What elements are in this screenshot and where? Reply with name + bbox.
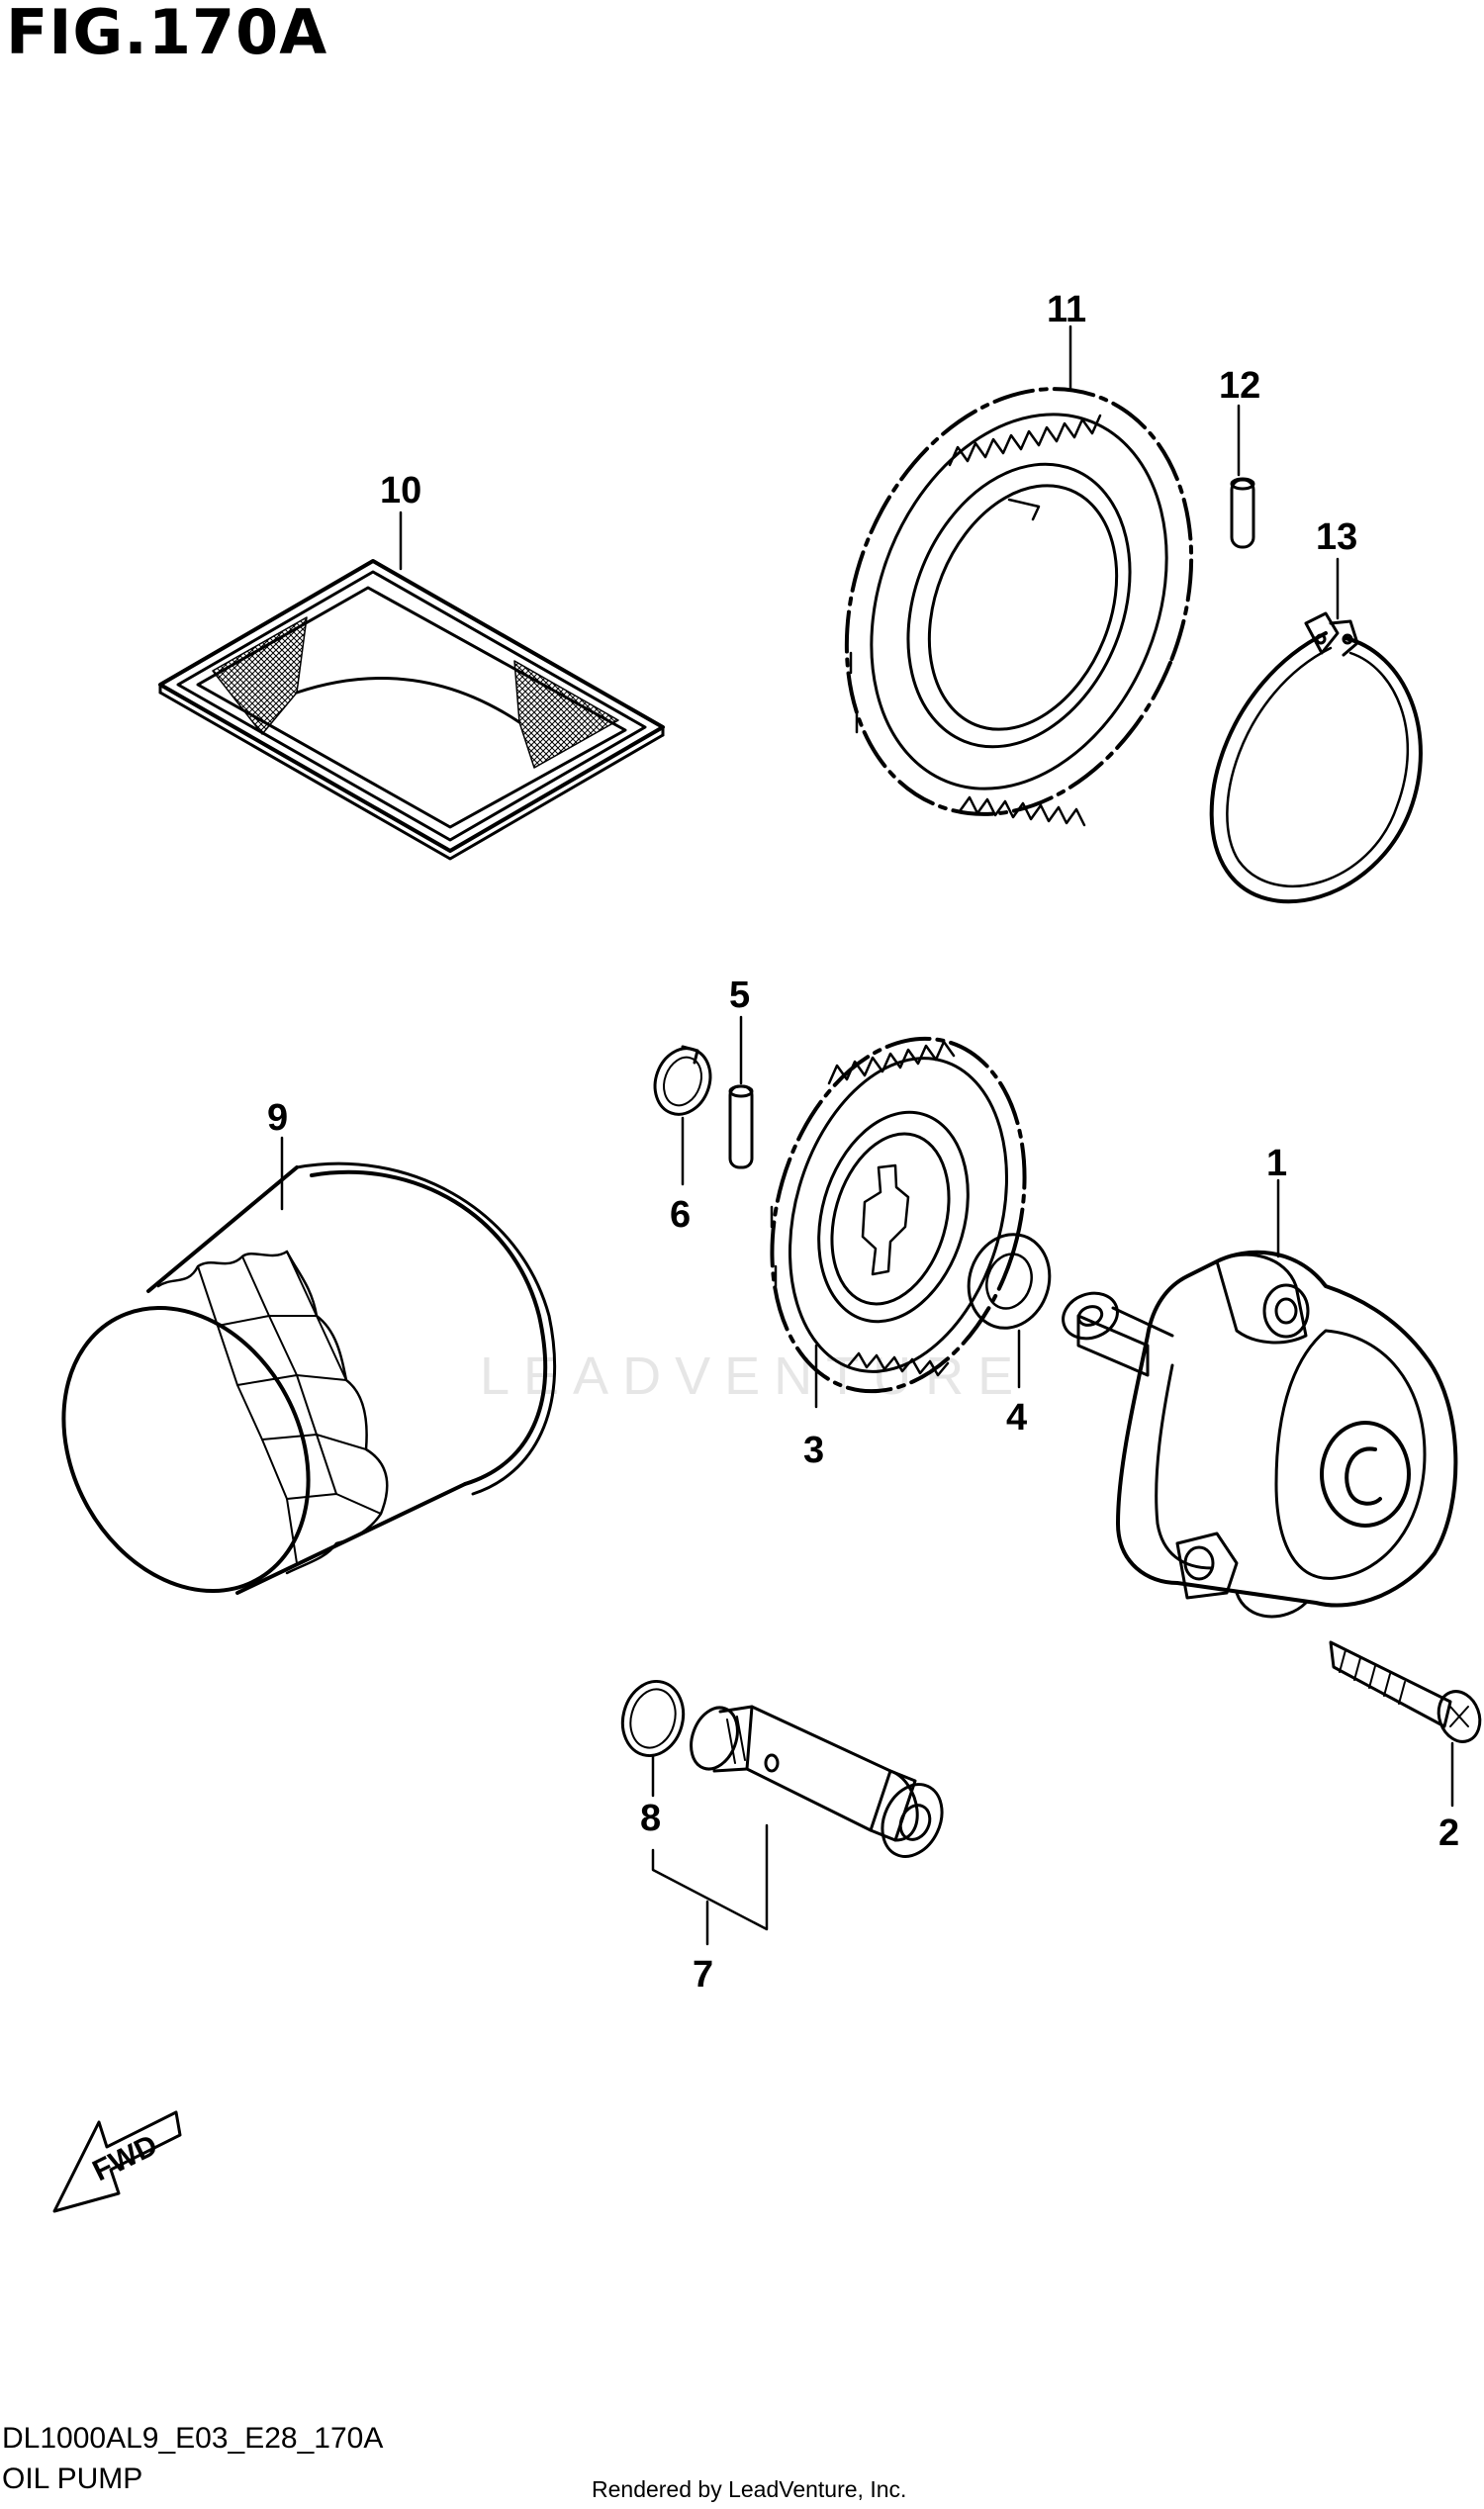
- leader-lines: [280, 325, 1454, 1946]
- callout-2: 2: [1438, 1812, 1459, 1854]
- section-name: OIL PUMP: [2, 2463, 143, 2495]
- callout-7: 7: [693, 1954, 713, 1996]
- rendered-by: Rendered by LeadVenture, Inc.: [592, 2476, 907, 2502]
- part-9-oil-filter[interactable]: [16, 1162, 557, 1633]
- figure-title: FIG.170A: [6, 0, 328, 68]
- callout-8: 8: [640, 1798, 661, 1839]
- callout-3: 3: [803, 1430, 824, 1471]
- part-3-pump-gear[interactable]: [733, 1008, 1065, 1421]
- model-code: DL1000AL9_E03_E28_170A: [2, 2422, 384, 2455]
- part-2-bolt[interactable]: [1329, 1640, 1484, 1747]
- part-11-driven-gear[interactable]: [786, 336, 1252, 866]
- part-13-circlip[interactable]: [1209, 611, 1423, 904]
- part-7-relief-valve[interactable]: [683, 1701, 953, 1866]
- part-8-o-ring[interactable]: [614, 1675, 692, 1763]
- part-12-pin[interactable]: [1230, 477, 1255, 549]
- part-5-pin[interactable]: [728, 1084, 754, 1169]
- callout-6: 6: [670, 1194, 691, 1236]
- fwd-arrow-icon: FWD: [52, 2110, 182, 2213]
- callout-1: 1: [1266, 1143, 1287, 1184]
- callout-labels: 1 2 3 4 5 6 7 8 9 10 11 12 13: [267, 289, 1459, 1996]
- callout-10: 10: [380, 470, 421, 511]
- callout-9: 9: [267, 1097, 288, 1139]
- callout-4: 4: [1006, 1397, 1027, 1439]
- callout-13: 13: [1316, 516, 1357, 558]
- callout-5: 5: [729, 975, 750, 1016]
- part-10-oil-strainer[interactable]: [158, 559, 665, 861]
- part-1-oil-pump-body[interactable]: [1057, 1250, 1458, 1619]
- part-4-washer[interactable]: [957, 1224, 1062, 1339]
- callout-12: 12: [1219, 365, 1260, 407]
- part-6-circlip[interactable]: [646, 1041, 719, 1122]
- callout-11: 11: [1047, 289, 1086, 330]
